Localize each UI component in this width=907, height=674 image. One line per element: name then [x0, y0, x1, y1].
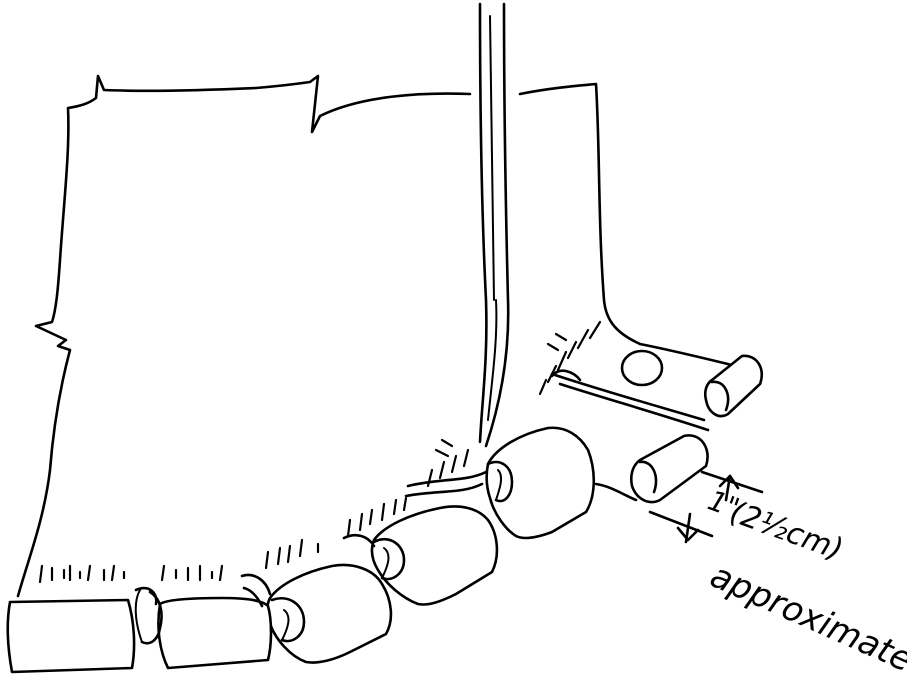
scroll-roll-foot-upper: [703, 354, 763, 418]
approximate-label: approximate: [704, 556, 907, 674]
roll-connectors: [134, 369, 582, 608]
needle: [478, 2, 510, 448]
measurement-guides: [648, 470, 764, 544]
fabric-sheet-outline: [16, 74, 642, 598]
hem-roll-3: [265, 563, 393, 664]
hem-roll-4: [134, 589, 273, 670]
stitch-marks: [38, 320, 602, 584]
hem-roll-5: [6, 598, 136, 674]
scroll-roll-foot-lower: [629, 434, 709, 504]
hem-roll-2: [370, 505, 499, 606]
presser-foot-hole: [620, 349, 664, 387]
measurement-label: (2½cm): [725, 495, 847, 568]
hem-roll-1: [485, 426, 596, 540]
